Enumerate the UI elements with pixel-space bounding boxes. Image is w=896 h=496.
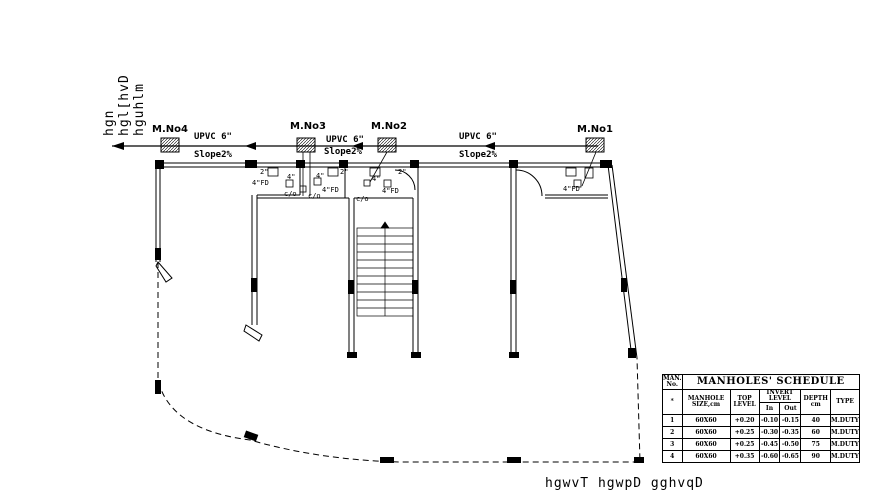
schedule-title: MANHOLES' SCHEDULE bbox=[681, 374, 860, 390]
fixture-label: c/o bbox=[284, 190, 297, 198]
pipe-size-label: UPVC 6" bbox=[459, 132, 497, 142]
num-symbol: * bbox=[662, 389, 683, 415]
col-size-header: MANHOLE SIZE,cm bbox=[681, 389, 731, 415]
manhole-1-label: M.No1 bbox=[577, 124, 613, 135]
fixture-label: c/o bbox=[308, 192, 321, 200]
fixture-label: 4"FD bbox=[252, 179, 269, 187]
pipe-slope-label: Slope2% bbox=[194, 150, 232, 160]
cell-top: +0.25 bbox=[729, 426, 760, 439]
cell-depth: 75 bbox=[800, 438, 832, 451]
manholes-schedule-table: MAN. No. MANHOLES' SCHEDULE * MANHOLE SI… bbox=[662, 374, 860, 463]
cell-type: M.DUTY bbox=[830, 450, 860, 463]
fixture-label: 4"FD bbox=[563, 185, 580, 193]
cleanout-icon bbox=[299, 185, 307, 193]
floor-drain-icon bbox=[313, 177, 322, 186]
table-row: 1 60X60 +0.20 -0.10 -0.15 40 M.DUTY bbox=[662, 414, 860, 427]
cell-size: 60X60 bbox=[681, 414, 731, 427]
cell-size: 60X60 bbox=[681, 438, 731, 451]
col-type-header: TYPE bbox=[830, 389, 860, 415]
toilet-icon bbox=[267, 167, 279, 177]
fixture-label: 4"FD bbox=[322, 186, 339, 194]
left-vertical-label: hgn hgl[hvD hguhlm bbox=[100, 0, 147, 140]
left-vertical-label-text: hgn hgl[hvD hguhlm bbox=[102, 74, 147, 136]
cell-out: -0.65 bbox=[779, 450, 802, 463]
site-boundary bbox=[157, 262, 641, 463]
door-leaves bbox=[155, 261, 263, 442]
manhole-4-icon bbox=[160, 137, 180, 153]
fixture-label: 4" bbox=[372, 175, 381, 183]
floor-drain-icon bbox=[383, 179, 392, 188]
cell-out: -0.15 bbox=[779, 414, 802, 427]
cell-type: M.DUTY bbox=[830, 438, 860, 451]
cleanout-icon bbox=[363, 179, 371, 187]
cell-top: +0.25 bbox=[729, 438, 760, 451]
fixture-label: 4" bbox=[287, 173, 296, 181]
cell-size: 60X60 bbox=[681, 426, 731, 439]
col-top-header: TOP LEVEL bbox=[729, 389, 760, 415]
toilet-icon bbox=[327, 167, 339, 177]
cell-no: 2 bbox=[662, 426, 683, 439]
plumbing-fixtures bbox=[267, 167, 594, 193]
cell-in: -0.60 bbox=[758, 450, 781, 463]
cell-in: -0.45 bbox=[758, 438, 781, 451]
flow-arrow-icon bbox=[112, 142, 124, 150]
cell-in: -0.30 bbox=[758, 426, 781, 439]
table-row: 2 60X60 +0.25 -0.30 -0.35 60 M.DUTY bbox=[662, 426, 860, 439]
cell-in: -0.10 bbox=[758, 414, 781, 427]
floor-drain-icon bbox=[573, 179, 582, 188]
cell-size: 60X60 bbox=[681, 450, 731, 463]
cell-out: -0.50 bbox=[779, 438, 802, 451]
floor-drain-icon bbox=[285, 179, 294, 188]
toilet-icon bbox=[369, 167, 381, 177]
col-in-header: In bbox=[758, 402, 781, 415]
flow-arrow-icon bbox=[352, 142, 363, 150]
col-depth-header: DEPTH cm bbox=[800, 389, 832, 415]
flow-arrows bbox=[112, 142, 495, 150]
cell-top: +0.20 bbox=[729, 414, 760, 427]
manhole-3-label: M.No3 bbox=[290, 121, 326, 132]
col-man-header: MAN. No. bbox=[662, 374, 683, 390]
cell-top: +0.35 bbox=[729, 450, 760, 463]
cell-depth: 60 bbox=[800, 426, 832, 439]
manhole-2-icon bbox=[377, 137, 397, 153]
fixture-label: 2" bbox=[260, 168, 269, 176]
pipe-slope-label: Slope2% bbox=[324, 147, 362, 157]
toilet-icon bbox=[565, 167, 577, 177]
cell-type: M.DUTY bbox=[830, 414, 860, 427]
cell-no: 1 bbox=[662, 414, 683, 427]
flow-arrow-icon bbox=[245, 142, 256, 150]
manhole-4-label: M.No4 bbox=[152, 124, 188, 135]
cell-type: M.DUTY bbox=[830, 426, 860, 439]
column-blocks bbox=[155, 160, 644, 463]
manhole-3-icon bbox=[296, 137, 316, 153]
pipe-size-label: UPVC 6" bbox=[326, 135, 364, 145]
fixture-label: 2" bbox=[398, 168, 407, 176]
fixture-label: 4"FD bbox=[382, 187, 399, 195]
fixture-label: c/o bbox=[356, 195, 369, 203]
cell-depth: 40 bbox=[800, 414, 832, 427]
bottom-label: hgwvT hgwpD gghvqD bbox=[545, 476, 704, 491]
staircase bbox=[356, 221, 414, 317]
table-row: 3 60X60 +0.25 -0.45 -0.50 75 M.DUTY bbox=[662, 438, 860, 451]
col-invert-header: INVERT LEVEL bbox=[758, 389, 802, 403]
pipe-size-label: UPVC 6" bbox=[194, 132, 232, 142]
cell-no: 4 bbox=[662, 450, 683, 463]
flow-arrow-icon bbox=[484, 142, 495, 150]
manhole-2-label: M.No2 bbox=[371, 121, 407, 132]
table-row: 4 60X60 +0.35 -0.60 -0.65 90 M.DUTY bbox=[662, 450, 860, 463]
cell-no: 3 bbox=[662, 438, 683, 451]
fixture-label: 4" bbox=[316, 172, 325, 180]
cell-depth: 90 bbox=[800, 450, 832, 463]
pipe-slope-label: Slope2% bbox=[459, 150, 497, 160]
fixture-label: 2" bbox=[340, 168, 349, 176]
basin-icon bbox=[584, 167, 594, 179]
cell-out: -0.35 bbox=[779, 426, 802, 439]
col-out-header: Out bbox=[779, 402, 802, 415]
manhole-1-icon bbox=[585, 137, 605, 153]
